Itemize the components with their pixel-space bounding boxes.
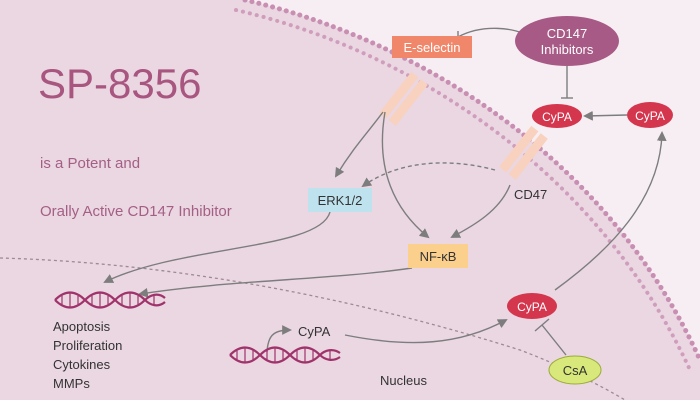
cd47-label: CD47 [514, 187, 547, 202]
e-selectin-node: E-selectin [392, 36, 472, 58]
e-selectin-receptor [379, 71, 428, 126]
output-apoptosis: Apoptosis [53, 319, 111, 334]
cypa-outside-node: CyPA [627, 102, 673, 128]
cd147-inhibitors-shape [515, 16, 619, 66]
arrow-transcript-cypa [344, 319, 508, 344]
e-selectin-box [392, 36, 472, 58]
page-title: SP-8356 [38, 60, 201, 107]
e-selectin-label: E-selectin [403, 40, 460, 55]
cd147-inhibitors-node: CD147 Inhibitors [515, 16, 619, 66]
cd147-receptor [499, 125, 548, 180]
erk-box [308, 188, 372, 212]
nucleus-label: Nucleus [380, 373, 427, 388]
csa-label: CsA [563, 363, 588, 378]
cypa-membrane-shape [532, 104, 582, 128]
arrow-eselectin-nfkb [381, 111, 430, 239]
cd147-inhibitors-label-2: Inhibitors [541, 42, 594, 57]
arrow-cypa-binding [583, 110, 628, 121]
arrow-cd47-erk [361, 162, 496, 188]
dna-helix-cypa-gene [229, 346, 341, 364]
cd147-inhibitors-label-1: CD147 [547, 26, 587, 41]
erk-label: ERK1/2 [318, 193, 363, 208]
dna-helix-outputs [54, 291, 166, 309]
cypa-membrane-node: CyPA [532, 104, 582, 128]
nfkb-box [408, 244, 468, 268]
arrow-nfkb-dna [138, 267, 413, 298]
gene-output-list: Apoptosis Proliferation Cytokines MMPs [53, 319, 122, 391]
nfkb-label: NF-κB [420, 249, 457, 264]
cypa-cytoplasm-shape [507, 293, 557, 319]
output-mmps: MMPs [53, 376, 90, 391]
inhibit-line-csa [541, 324, 567, 356]
output-proliferation: Proliferation [53, 338, 122, 353]
membrane-inner-layer [234, 8, 692, 372]
inhibit-bar-csa [534, 318, 550, 332]
erk-node: ERK1/2 [308, 188, 372, 212]
csa-node: CsA [548, 355, 602, 385]
nfkb-node: NF-κB [408, 244, 468, 268]
arrow-cd47-nfkb [450, 184, 511, 238]
cypa-outside-label: CyPA [635, 109, 665, 123]
membrane-outer-layer [242, 0, 700, 363]
arrow-erk-dna [103, 211, 331, 283]
subtitle-line2: Orally Active CD147 Inhibitor [40, 203, 232, 220]
output-cytokines: Cytokines [53, 357, 111, 372]
arrow-cypa-secretion [554, 131, 667, 291]
arrow-eselectin-erk [334, 111, 384, 178]
cypa-cytoplasm-label: CyPA [517, 300, 547, 314]
nucleus-envelope [0, 257, 626, 400]
cypa-cytoplasm-node: CyPA [507, 293, 557, 319]
csa-shape [548, 355, 602, 385]
cypa-membrane-label: CyPA [542, 110, 572, 124]
subtitle-line1: is a Potent and [40, 155, 140, 172]
cypa-outside-shape [627, 102, 673, 128]
cypa-transcript-label: CyPA [298, 324, 331, 339]
